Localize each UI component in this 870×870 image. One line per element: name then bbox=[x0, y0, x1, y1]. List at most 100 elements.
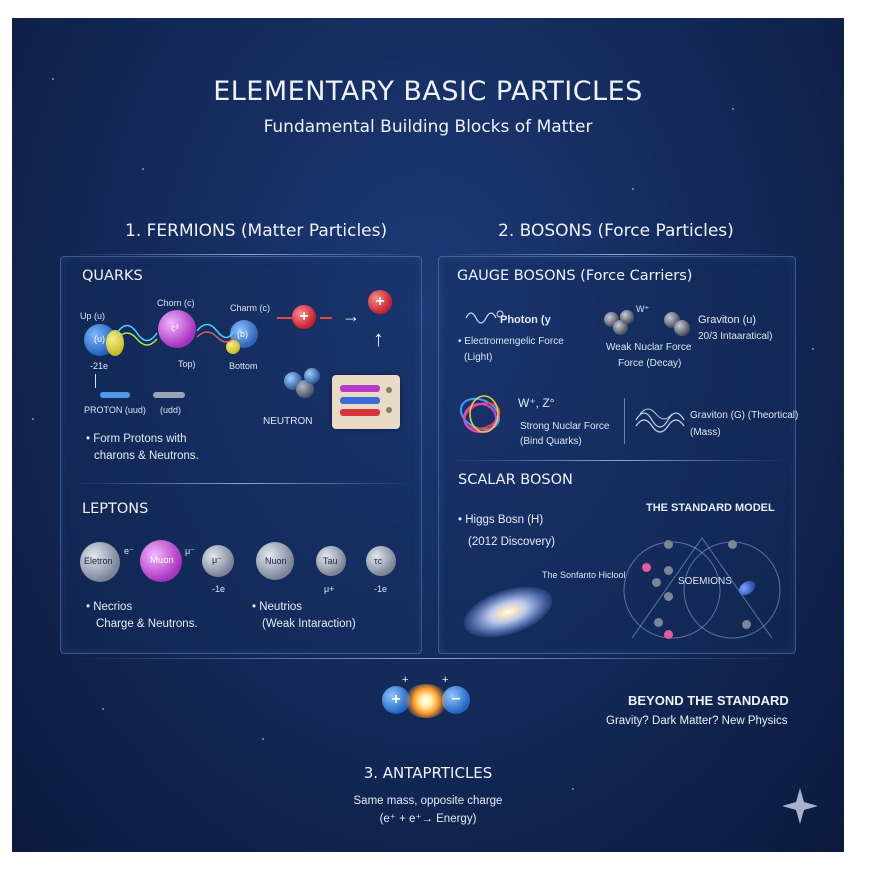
graviton2-line1: Graviton (G) (Theortical) bbox=[690, 410, 799, 421]
tau-label: Tau bbox=[323, 556, 338, 566]
beyond-text: Gravity? Dark Matter? New Physics bbox=[606, 715, 788, 727]
poster: ELEMENTARY BASIC PARTICLES Fundamental B… bbox=[12, 18, 844, 852]
leptons-bullet2-line1: • Neutrios bbox=[252, 601, 303, 613]
higgs-line1: • Higgs Bosn (H) bbox=[458, 514, 544, 526]
beyond-heading: BEYOND THE STANDARD bbox=[628, 693, 789, 708]
particle-dot bbox=[664, 630, 673, 639]
photon-icon bbox=[465, 310, 504, 324]
up-arrow-icon: ↑ bbox=[373, 326, 384, 351]
divider bbox=[72, 254, 422, 255]
electron-sup: e⁻ bbox=[124, 546, 134, 556]
photon-title: Photon (y bbox=[500, 314, 551, 326]
muon-label: Muon bbox=[150, 555, 174, 566]
weak-force-line1: Weak Nuclar Force bbox=[606, 342, 692, 353]
quark-wave-lines bbox=[116, 323, 235, 346]
proton-bar bbox=[100, 392, 130, 398]
weak-force-line2: Force (Decay) bbox=[618, 358, 682, 369]
fermions-heading: 1. FERMIONS (Matter Particles) bbox=[125, 221, 388, 241]
star bbox=[732, 108, 734, 110]
strong-force-line2: (Bind Quarks) bbox=[520, 436, 582, 447]
up-quark-label: Up (u) bbox=[80, 311, 106, 321]
particle-dot bbox=[652, 578, 661, 587]
graviton-wave-icon bbox=[635, 408, 685, 433]
lepton-ball-6-label: τc bbox=[374, 556, 383, 566]
lepton-ball-3 bbox=[202, 545, 234, 577]
leptons-heading: LEPTONS bbox=[82, 501, 149, 517]
lepton-ball-6 bbox=[366, 546, 396, 576]
positive-charge-icon: + bbox=[368, 290, 392, 314]
particle-dot bbox=[728, 540, 737, 549]
udd-label: (udd) bbox=[160, 405, 182, 415]
tau-ball bbox=[316, 546, 346, 576]
sparkle-icon bbox=[782, 788, 818, 824]
standard-model-label: THE STANDARD MODEL bbox=[646, 502, 775, 514]
right-arrow-icon: → bbox=[342, 306, 360, 326]
antiparticles-line2: (e⁺ + e⁺→ Energy) bbox=[379, 813, 477, 825]
particle-dot bbox=[642, 563, 651, 572]
divider bbox=[72, 658, 792, 659]
electron-ball bbox=[80, 542, 120, 582]
quarks-bullet-line2: charons & Neutrons. bbox=[94, 450, 199, 462]
scalar-boson-heading: SCALAR BOSON bbox=[458, 472, 573, 488]
graviton-title: Graviton (u) bbox=[698, 314, 757, 326]
star bbox=[262, 738, 264, 740]
strong-force-line1: Strong Nuclar Force bbox=[520, 421, 610, 432]
proton-label: PROTON (uud) bbox=[84, 405, 146, 415]
weak-boson-sup: W⁺ bbox=[636, 304, 650, 314]
star bbox=[142, 168, 144, 170]
divider bbox=[442, 254, 792, 255]
up-quark-charge: -21e bbox=[90, 361, 109, 371]
charm-quark-label-2: Charm (c) bbox=[230, 303, 270, 313]
divider bbox=[448, 460, 788, 461]
particle-dot bbox=[654, 618, 663, 627]
antiparticles-line1: Same mass, opposite charge bbox=[353, 795, 503, 807]
bottom-quark-inner: (b) bbox=[237, 329, 248, 339]
star bbox=[32, 418, 34, 420]
star bbox=[812, 348, 814, 350]
arrow-line bbox=[277, 317, 303, 319]
up-quark-inner: (u) bbox=[94, 334, 105, 344]
charm-quark-label: Chorn (c) bbox=[157, 298, 195, 308]
tau-charge: μ+ bbox=[324, 584, 335, 594]
higgs-line2: (2012 Discovery) bbox=[468, 536, 555, 548]
lepton-ball-3-label: μ⁻ bbox=[212, 555, 222, 565]
weak-boson-ball bbox=[620, 310, 634, 324]
lepton-ball-4 bbox=[256, 542, 294, 580]
wz-title: W⁺, Z° bbox=[518, 396, 555, 410]
star bbox=[572, 788, 574, 790]
leptons-bullet1-line1: • Necrios bbox=[86, 601, 133, 613]
particle-dot bbox=[664, 592, 673, 601]
strong-force-loops-icon bbox=[459, 395, 501, 433]
quarks-heading: QUARKS bbox=[82, 268, 143, 284]
galaxy-label: The Sonfanto Hiclool bbox=[542, 570, 626, 580]
gluon-ball bbox=[226, 340, 240, 354]
standard-model-diagram bbox=[623, 537, 781, 639]
star bbox=[52, 78, 54, 80]
plus-sign: + bbox=[402, 674, 409, 686]
muon-sup: μ⁻ bbox=[185, 546, 195, 556]
particle-dot bbox=[664, 540, 673, 549]
bosons-heading: 2. BOSONS (Force Particles) bbox=[498, 221, 734, 241]
arrow-line bbox=[95, 374, 96, 388]
leptons-bullet2-line2: (Weak Intaraction) bbox=[262, 618, 356, 630]
neutron-box-icon bbox=[332, 375, 400, 429]
star bbox=[102, 708, 104, 710]
page-title: ELEMENTARY BASIC PARTICLES bbox=[213, 76, 643, 107]
charm-quark-inner: c³ bbox=[171, 323, 179, 333]
graviton-ball bbox=[674, 320, 690, 336]
particle-dot bbox=[742, 620, 751, 629]
neutron-label: NEUTRON bbox=[263, 416, 313, 427]
antiparticles-heading: 3. ANTAPRTICLES bbox=[363, 764, 493, 782]
neutron-ball bbox=[304, 368, 320, 384]
star bbox=[632, 188, 634, 190]
graviton-sub: 20/3 Intaaratical) bbox=[698, 331, 773, 342]
soemions-label: SOEMIONS bbox=[678, 576, 732, 587]
page-subtitle: Fundamental Building Blocks of Matter bbox=[263, 117, 593, 137]
lepton-ball-4-label: Nuon bbox=[265, 556, 287, 566]
muon-ball bbox=[140, 540, 182, 582]
photon-line1: • Electromengelic Force bbox=[458, 336, 564, 347]
graviton2-line2: (Mass) bbox=[690, 427, 721, 438]
vertical-divider bbox=[624, 398, 625, 444]
lepton-ball-3-charge: -1e bbox=[212, 584, 226, 594]
positive-charge-icon: + bbox=[292, 305, 316, 329]
